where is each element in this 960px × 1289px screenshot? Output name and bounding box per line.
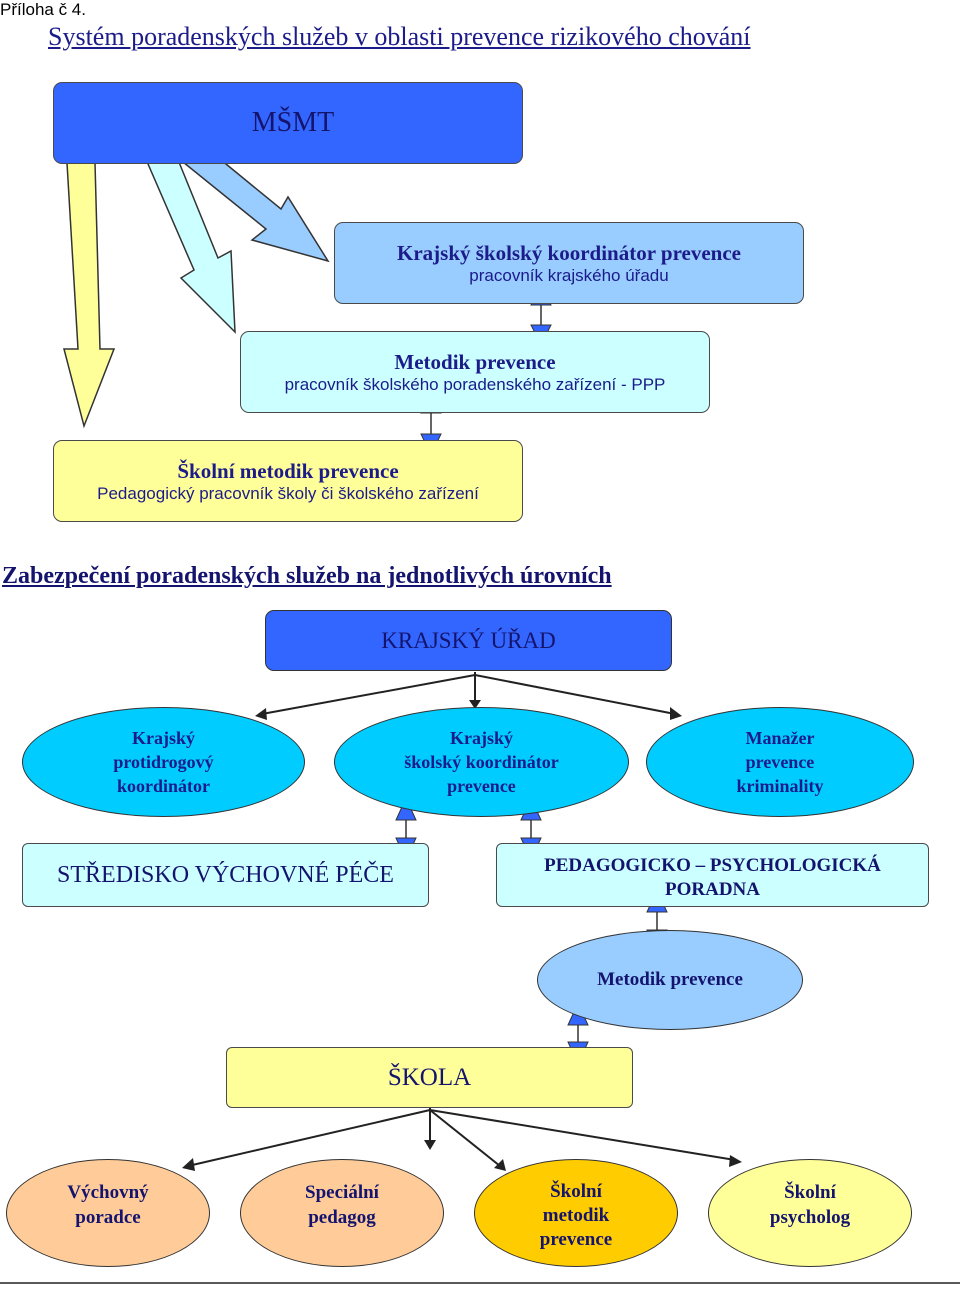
ppp-line2: PORADNA: [665, 879, 760, 900]
ellipse-kraj-koordinator-line1: Krajský: [449, 728, 513, 748]
leaf-specialni-pedagog: Speciální pedagog: [240, 1159, 444, 1267]
tree-krajsky-urad: [261, 672, 676, 715]
ellipse-metodik-prevence-label: Metodik prevence: [597, 969, 743, 990]
leaf-specialni-line2: pedagog: [308, 1207, 376, 1228]
ellipse-manazer: Manažer prevence kriminality: [646, 707, 914, 817]
leaf-vychovny-line2: poradce: [75, 1207, 141, 1228]
leaf-skolni-psycholog: Školní psycholog: [708, 1159, 912, 1267]
skolni-metodik-box: Školní metodik prevence Pedagogický prac…: [53, 440, 523, 522]
leaf-specialni-line1: Speciální: [305, 1182, 379, 1203]
section-heading: Zabezpečení poradenských služeb na jedno…: [2, 563, 612, 589]
kraj-coord-box: Krajský školský koordinátor prevence pra…: [334, 222, 804, 304]
krajsky-urad-label: KRAJSKÝ ÚŘAD: [381, 627, 556, 653]
leaf-psycholog-line1: Školní: [784, 1182, 836, 1203]
msmt-box: MŠMT: [53, 82, 523, 164]
skola-box: ŠKOLA: [226, 1047, 633, 1108]
svp-label: STŘEDISKO VÝCHOVNÉ PÉČE: [57, 861, 394, 888]
leaf-vychovny-poradce: Výchovný poradce: [6, 1159, 210, 1267]
ellipse-manazer-line2: prevence: [745, 752, 815, 772]
ellipse-protidrogovy-line2: protidrogový: [113, 752, 214, 772]
metodik-title: Metodik prevence: [394, 349, 556, 374]
ellipse-kraj-koordinator: Krajský školský koordinátor prevence: [334, 707, 629, 817]
leaf-skolni-metodik: Školní metodik prevence: [474, 1159, 678, 1267]
krajsky-urad-box: KRAJSKÝ ÚŘAD: [265, 610, 672, 671]
ppp-box: PEDAGOGICKO – PSYCHOLOGICKÁ PORADNA: [496, 843, 929, 907]
attachment-label: Příloha č 4.: [0, 0, 86, 19]
ppp-line1: PEDAGOGICKO – PSYCHOLOGICKÁ: [544, 855, 881, 876]
ellipse-protidrogovy: Krajský protidrogový koordinátor: [22, 707, 305, 817]
kraj-coord-title: Krajský školský koordinátor prevence: [397, 240, 741, 265]
msmt-label: MŠMT: [251, 107, 335, 138]
ellipse-kraj-koordinator-line2: školský koordinátor: [404, 752, 559, 772]
skolni-metodik-title: Školní metodik prevence: [177, 458, 399, 483]
metodik-subtitle: pracovník školského poradenského zařízen…: [284, 374, 666, 394]
main-title: Systém poradenských služeb v oblasti pre…: [48, 22, 751, 51]
ellipse-kraj-koordinator-line3: prevence: [447, 776, 516, 796]
leaf-skolni-metodik-line3: prevence: [539, 1229, 613, 1250]
skolni-metodik-subtitle: Pedagogický pracovník školy či školského…: [97, 483, 479, 503]
leaf-skolni-metodik-line2: metodik: [542, 1205, 610, 1226]
metodik-box: Metodik prevence pracovník školského por…: [240, 331, 710, 413]
ellipse-protidrogovy-line3: koordinátor: [116, 776, 210, 796]
leaf-psycholog-line2: psycholog: [769, 1207, 851, 1228]
tree-skola: [187, 1108, 736, 1167]
ellipse-metodik-prevence: Metodik prevence: [537, 930, 803, 1030]
leaf-vychovny-line1: Výchovný: [67, 1182, 149, 1203]
ellipse-protidrogovy-line1: Krajský: [131, 728, 195, 748]
svp-box: STŘEDISKO VÝCHOVNÉ PÉČE: [22, 843, 429, 907]
ellipse-manazer-line3: kriminality: [736, 776, 824, 796]
skola-label: ŠKOLA: [387, 1063, 472, 1091]
ellipse-manazer-line1: Manažer: [745, 728, 815, 748]
kraj-coord-subtitle: pracovník krajského úřadu: [469, 265, 669, 285]
leaf-skolni-metodik-line1: Školní: [550, 1181, 602, 1202]
arrow-msmt-to-school: [63, 162, 116, 429]
